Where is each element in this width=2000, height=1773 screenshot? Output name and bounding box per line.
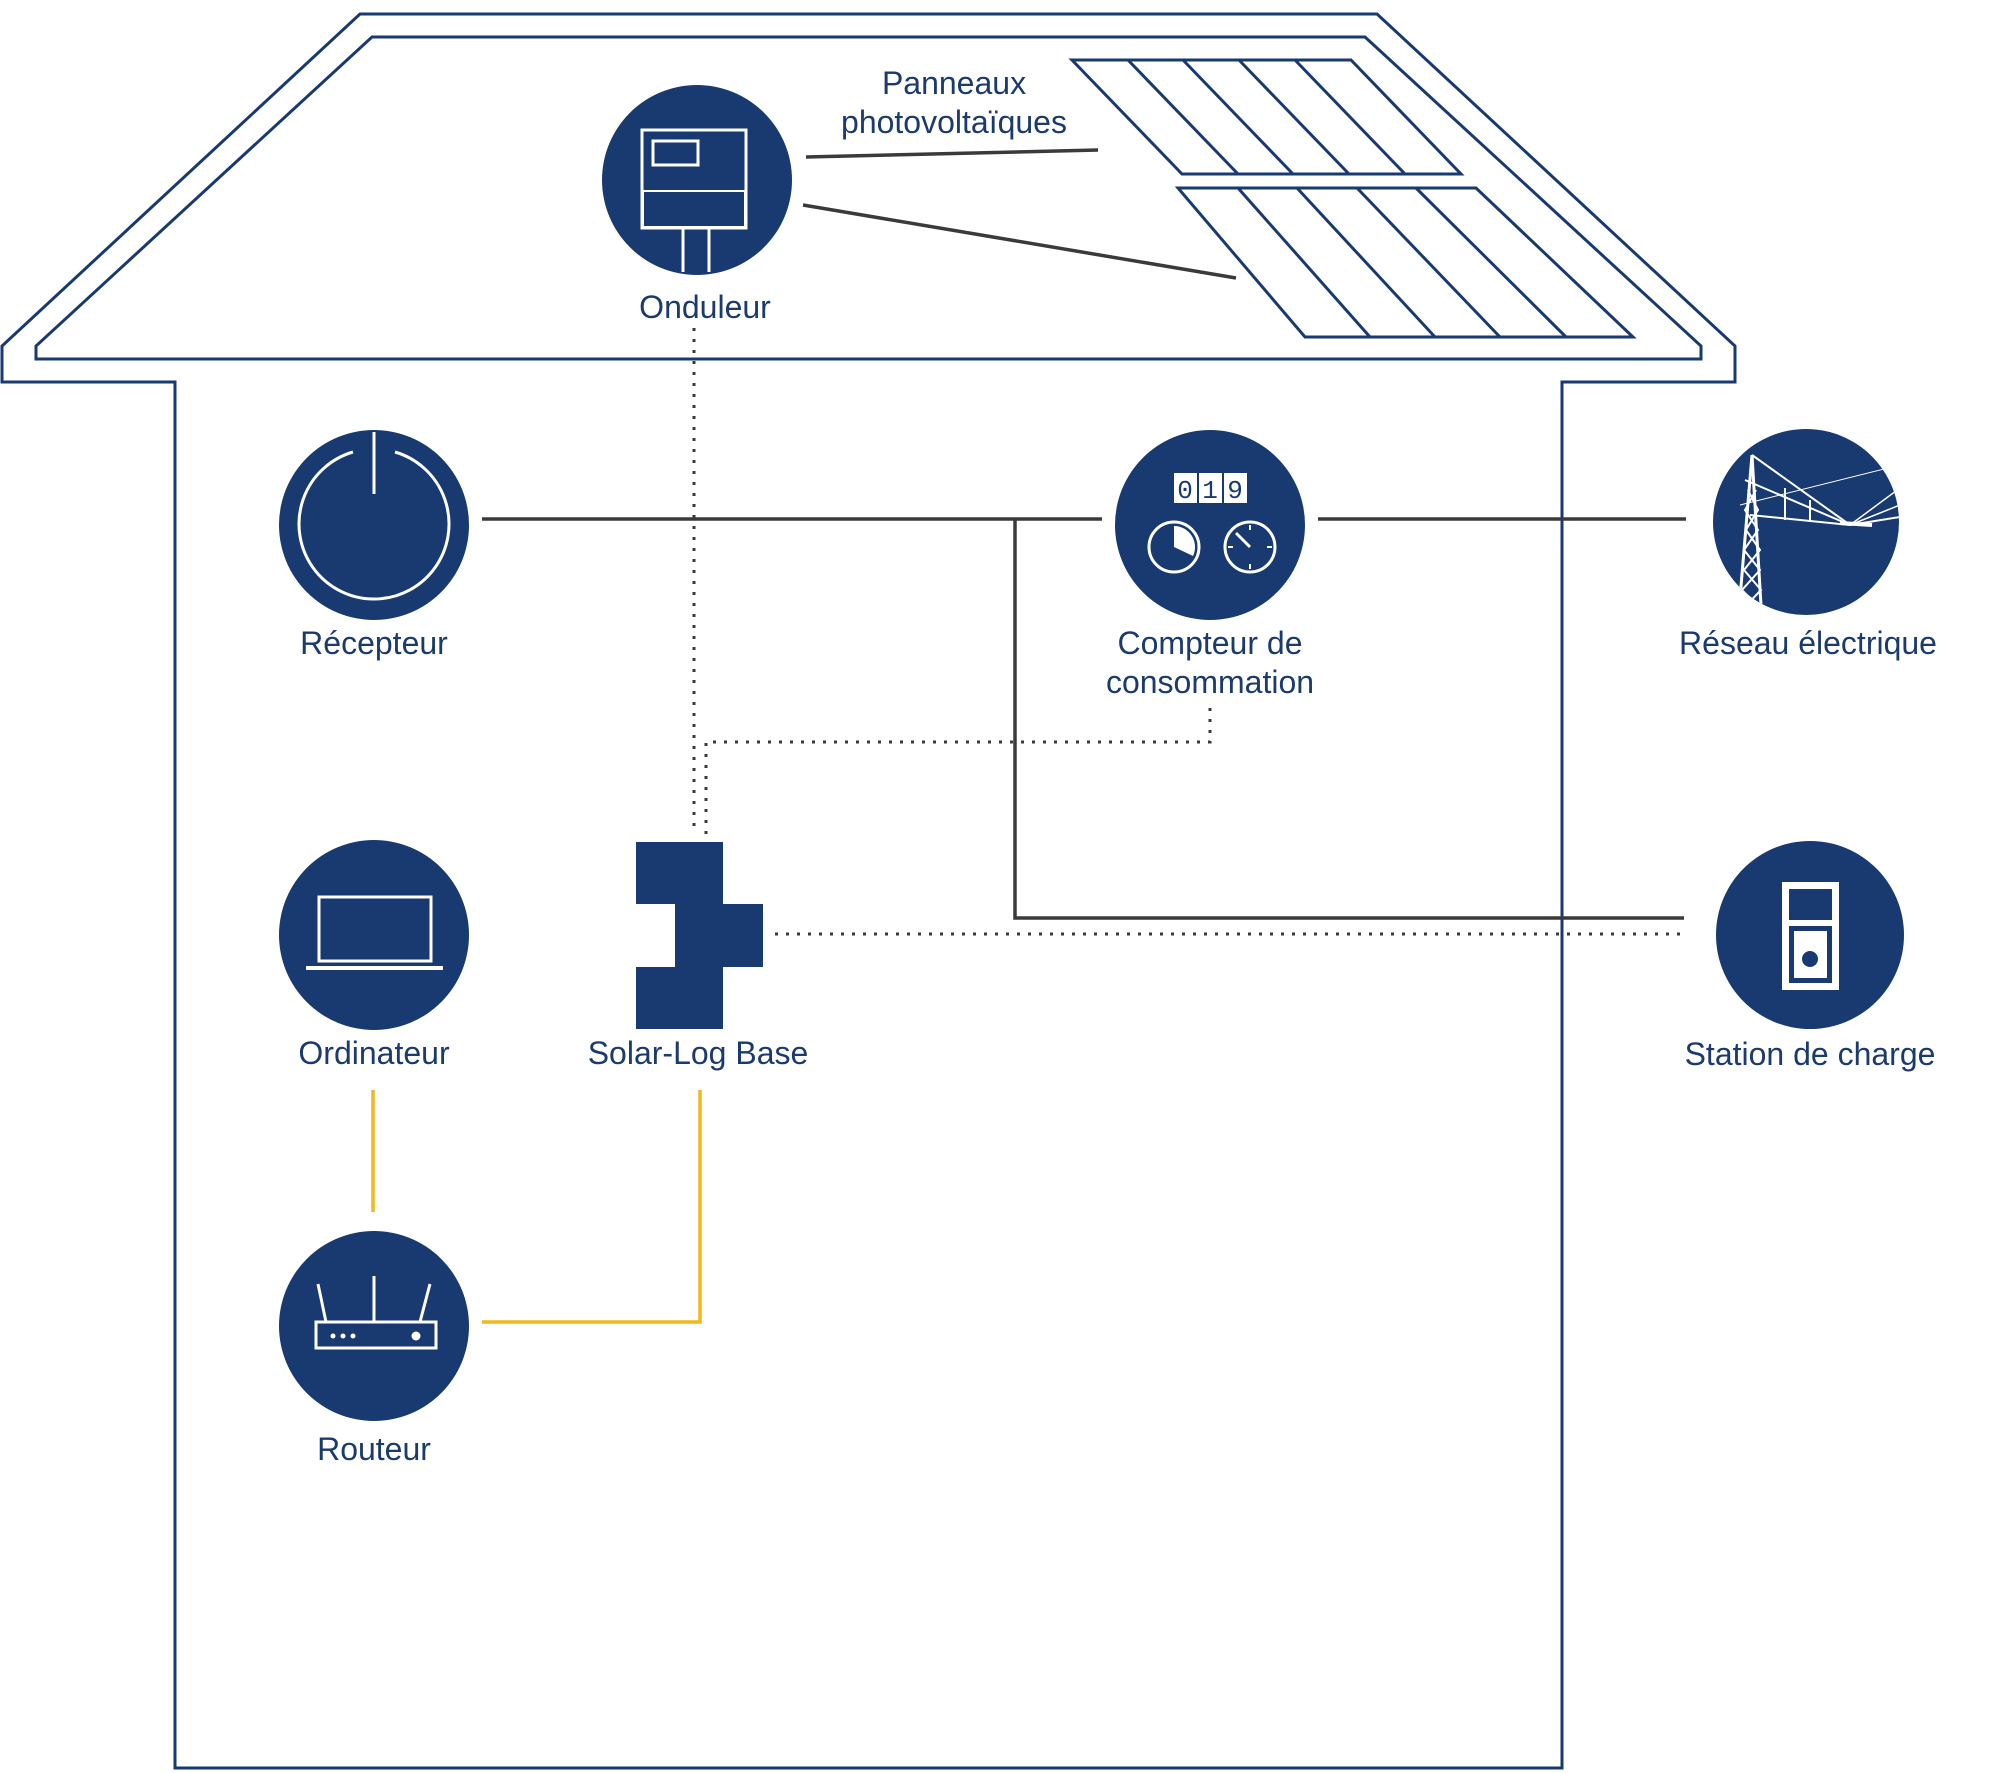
meter-label-line1: Compteur de	[1118, 625, 1303, 661]
inverter-label: Onduleur	[639, 289, 771, 325]
network-connections	[371, 1090, 702, 1324]
data-connections	[692, 328, 1684, 936]
inverter-panel-link-top	[805, 148, 1099, 159]
grid-label: Réseau électrique	[1679, 625, 1937, 661]
router-icon	[279, 1231, 469, 1421]
house-outline	[0, 12, 1737, 1770]
power-connections	[482, 148, 1686, 920]
computer-node: Ordinateur	[279, 840, 469, 1071]
meter-solarlog-link	[704, 708, 1212, 834]
meter-digit-1: 0	[1177, 476, 1193, 506]
inverter-panel-link-bottom	[802, 203, 1237, 280]
meter-digit-3: 9	[1227, 476, 1243, 506]
inverter-node: Onduleur	[602, 85, 792, 325]
charging-label: Station de charge	[1685, 1036, 1936, 1072]
meter-label-line2: consommation	[1106, 664, 1314, 700]
computer-label: Ordinateur	[298, 1035, 450, 1071]
solarlog-label: Solar-Log Base	[588, 1035, 809, 1071]
solar-panels	[1068, 58, 1637, 339]
panels-label-line2: photovoltaïques	[841, 104, 1067, 140]
power-pylon-icon	[1713, 429, 1899, 615]
grid-node: Réseau électrique	[1679, 429, 1937, 661]
meter-digit-2: 1	[1202, 476, 1218, 506]
receiver-label: Récepteur	[300, 625, 448, 661]
power-button-icon	[279, 430, 469, 620]
router-label: Routeur	[317, 1431, 431, 1467]
solar-panel-icon	[1068, 58, 1465, 176]
inverter-icon	[602, 85, 792, 275]
router-node: Routeur	[279, 1231, 469, 1467]
solar-panel-icon	[1174, 186, 1637, 339]
router-solarlog-cable	[482, 1090, 702, 1324]
electricity-meter-icon: 0 1 9	[1115, 430, 1305, 620]
solar-log-device-icon	[636, 842, 763, 1029]
receiver-node: Récepteur	[279, 430, 469, 661]
solarlog-node: Solar-Log Base	[588, 842, 809, 1071]
ev-charging-station-icon	[1716, 841, 1904, 1029]
panels-label-line1: Panneaux	[882, 65, 1026, 101]
charging-node: Station de charge	[1685, 841, 1936, 1072]
roof-inner-outline	[34, 35, 1703, 361]
charging-power-line	[1013, 519, 1684, 920]
panels-label-group: Panneaux photovoltaïques	[841, 65, 1067, 140]
laptop-icon	[279, 840, 469, 1030]
meter-node: 0 1 9 Compteur de consommation	[1106, 430, 1314, 700]
house-outer-outline	[0, 12, 1737, 1770]
